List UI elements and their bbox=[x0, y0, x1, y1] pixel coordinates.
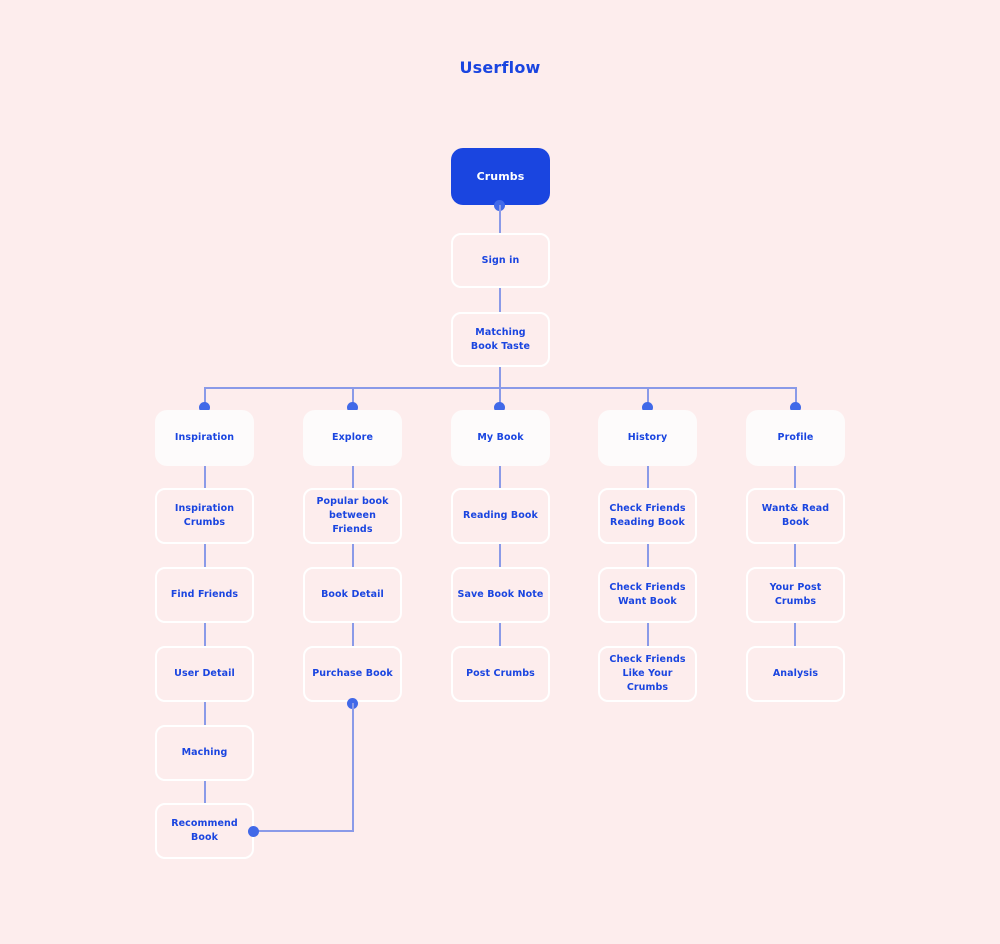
connector-explore-1 bbox=[352, 466, 354, 488]
connector-profile-2 bbox=[794, 544, 796, 567]
node-label: User Detail bbox=[174, 668, 235, 679]
node-label: Find Friends bbox=[170, 589, 239, 600]
connector-my-book-1 bbox=[499, 466, 501, 488]
category-inspiration[interactable]: Inspiration bbox=[155, 410, 254, 466]
connector-history-1 bbox=[647, 466, 649, 488]
connector-dot-profile bbox=[790, 402, 801, 413]
page-title: Userflow bbox=[459, 58, 541, 77]
node-sign-in[interactable]: Sign in bbox=[451, 233, 550, 288]
node-label: Check Friends Want Book bbox=[609, 582, 686, 607]
connector-history-2 bbox=[647, 544, 649, 567]
connector-dot-recommend-book bbox=[248, 826, 259, 837]
node-label: Your Post Crumbs bbox=[769, 582, 822, 607]
node-label: Crumbs bbox=[476, 169, 525, 183]
node-label: Analysis bbox=[772, 668, 819, 679]
connector-loop-vertical bbox=[352, 703, 354, 832]
connector-inspiration-4 bbox=[204, 702, 206, 725]
connector-my-book-3 bbox=[499, 623, 501, 646]
connector-profile-1 bbox=[794, 466, 796, 488]
connector-inspiration-5 bbox=[204, 781, 206, 803]
node-analysis[interactable]: Analysis bbox=[746, 646, 845, 702]
node-label: Inspiration Crumbs bbox=[174, 503, 235, 528]
connector-inspiration-3 bbox=[204, 623, 206, 646]
connector-bus-to-profile bbox=[795, 387, 797, 409]
node-label: Sign in bbox=[481, 254, 520, 266]
node-reading-book[interactable]: Reading Book bbox=[451, 488, 550, 544]
node-popular-book-between-friends[interactable]: Popular book between Friends bbox=[303, 488, 402, 544]
node-recommend-book[interactable]: Recommend Book bbox=[155, 803, 254, 859]
node-label: Maching bbox=[181, 747, 228, 758]
category-my-book[interactable]: My Book bbox=[451, 410, 550, 466]
connector-dot-history bbox=[642, 402, 653, 413]
category-label: Profile bbox=[777, 432, 814, 443]
node-label: Check Friends Reading Book bbox=[609, 503, 686, 528]
connector-explore-2 bbox=[352, 544, 354, 567]
node-book-detail[interactable]: Book Detail bbox=[303, 567, 402, 623]
category-label: History bbox=[627, 432, 668, 443]
category-profile[interactable]: Profile bbox=[746, 410, 845, 466]
node-check-friends-reading-book[interactable]: Check Friends Reading Book bbox=[598, 488, 697, 544]
node-check-friends-like-your-crumbs[interactable]: Check Friends Like Your Crumbs bbox=[598, 646, 697, 702]
node-purchase-book[interactable]: Purchase Book bbox=[303, 646, 402, 702]
node-label: Recommend Book bbox=[171, 818, 238, 843]
connector-explore-3 bbox=[352, 623, 354, 646]
node-check-friends-want-book[interactable]: Check Friends Want Book bbox=[598, 567, 697, 623]
category-explore[interactable]: Explore bbox=[303, 410, 402, 466]
node-label: Check Friends Like Your Crumbs bbox=[609, 654, 686, 693]
connector-matching-to-bus bbox=[499, 367, 501, 388]
connector-signin-to-matching bbox=[499, 288, 501, 312]
node-your-post-crumbs[interactable]: Your Post Crumbs bbox=[746, 567, 845, 623]
connector-bus-to-explore bbox=[352, 387, 354, 409]
connector-root-to-signin bbox=[499, 205, 501, 233]
category-history[interactable]: History bbox=[598, 410, 697, 466]
connector-inspiration-2 bbox=[204, 544, 206, 567]
node-label: Save Book Note bbox=[457, 589, 544, 600]
node-label: Want& Read Book bbox=[761, 503, 830, 528]
connector-profile-3 bbox=[794, 623, 796, 646]
node-want-read-book[interactable]: Want& Read Book bbox=[746, 488, 845, 544]
node-crumbs[interactable]: Crumbs bbox=[451, 148, 550, 205]
connector-history-3 bbox=[647, 623, 649, 646]
node-label: Reading Book bbox=[463, 510, 538, 521]
connector-bus-to-my-book bbox=[499, 387, 501, 409]
node-label: Post Crumbs bbox=[466, 668, 535, 679]
connector-bus-to-history bbox=[647, 387, 649, 409]
connector-dot-inspiration bbox=[199, 402, 210, 413]
category-label: Inspiration bbox=[174, 432, 235, 443]
node-find-friends[interactable]: Find Friends bbox=[155, 567, 254, 623]
connector-my-book-2 bbox=[499, 544, 501, 567]
connector-inspiration-1 bbox=[204, 466, 206, 488]
node-label: Purchase Book bbox=[312, 668, 393, 679]
node-label: Matching Book Taste bbox=[470, 326, 531, 352]
node-inspiration-crumbs[interactable]: Inspiration Crumbs bbox=[155, 488, 254, 544]
connector-dot-explore bbox=[347, 402, 358, 413]
category-label: Explore bbox=[331, 432, 374, 443]
connector-dot-my-book bbox=[494, 402, 505, 413]
node-maching[interactable]: Maching bbox=[155, 725, 254, 781]
connector-bus-to-inspiration bbox=[204, 387, 206, 409]
node-save-book-note[interactable]: Save Book Note bbox=[451, 567, 550, 623]
node-label: Book Detail bbox=[321, 589, 384, 600]
node-label: Popular book between Friends bbox=[316, 496, 389, 535]
node-post-crumbs[interactable]: Post Crumbs bbox=[451, 646, 550, 702]
node-matching-book-taste[interactable]: Matching Book Taste bbox=[451, 312, 550, 367]
node-user-detail[interactable]: User Detail bbox=[155, 646, 254, 702]
category-label: My Book bbox=[477, 432, 524, 443]
connector-loop-horizontal bbox=[256, 830, 354, 832]
